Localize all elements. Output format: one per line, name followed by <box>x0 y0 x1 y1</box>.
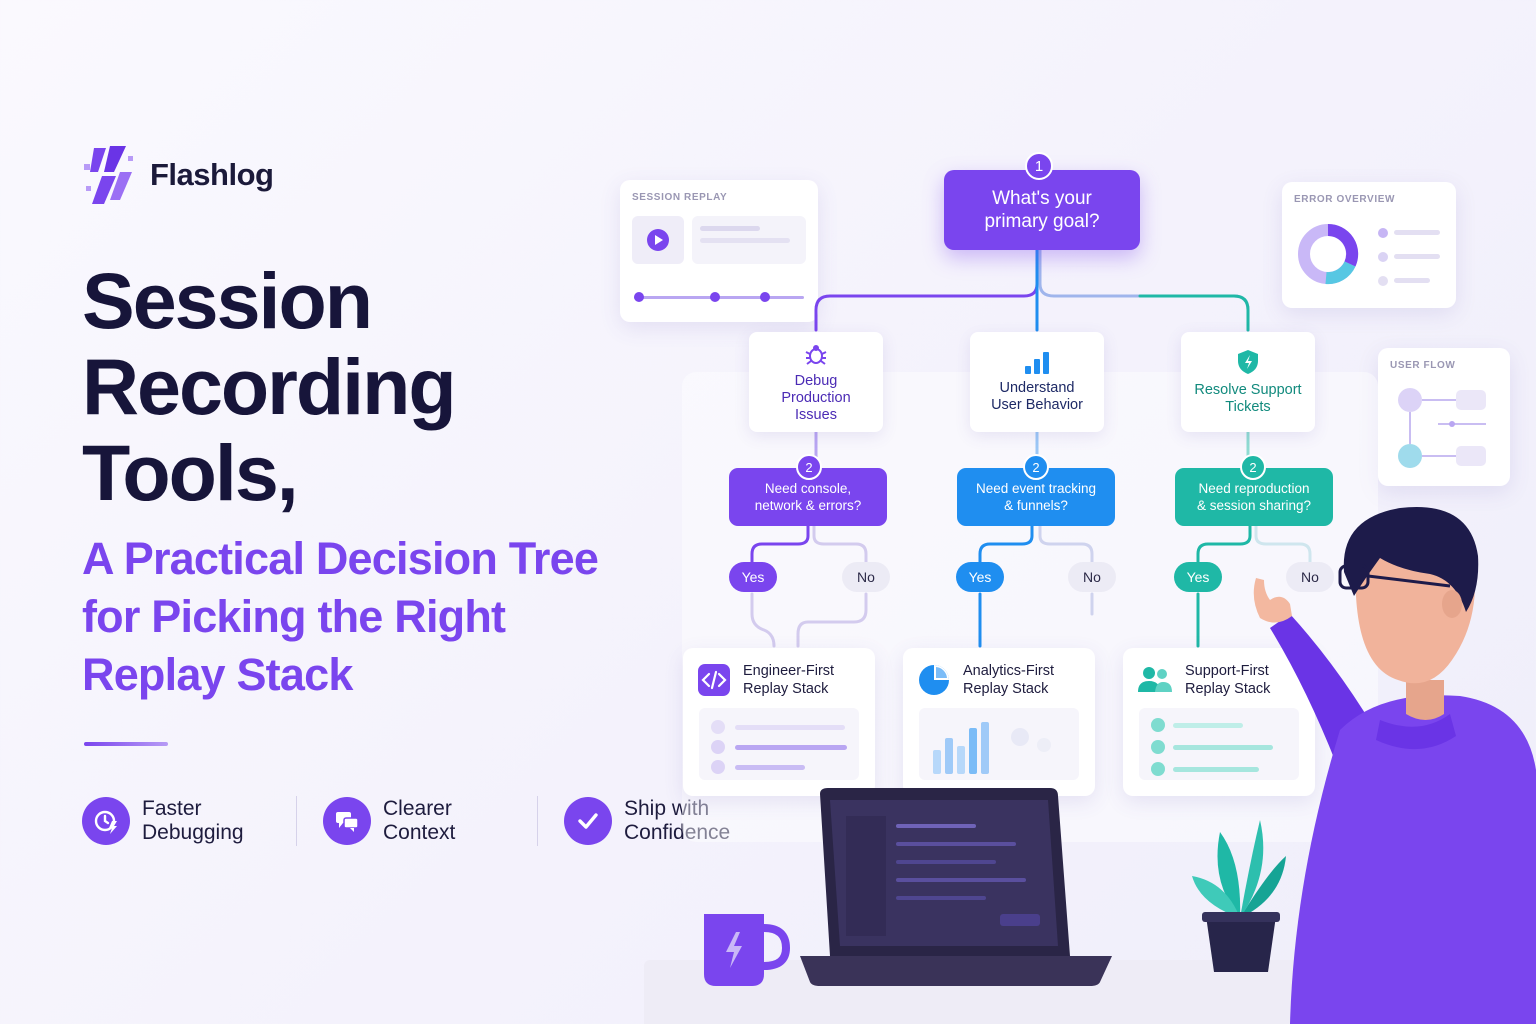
stack-label: Support-First <box>1185 663 1269 679</box>
pie-chart-icon <box>919 665 949 695</box>
bug-icon <box>805 344 827 365</box>
benefit-clearer-context: Clearer Context <box>323 797 511 845</box>
question-text: Need console, <box>764 481 852 496</box>
card-title: USER FLOW <box>1390 360 1456 371</box>
benefit-label: Context <box>383 821 456 844</box>
stack-label: Engineer-First <box>743 663 835 679</box>
mug-illustration <box>704 914 791 986</box>
card-title: ERROR OVERVIEW <box>1294 194 1396 205</box>
mini-bar <box>969 728 977 774</box>
person-illustration <box>1253 507 1536 1024</box>
question-text: & funnels? <box>1004 498 1068 513</box>
benefits-row: Faster Debugging Clearer Context Ship wi… <box>82 796 752 846</box>
step-badge: 2 <box>796 454 822 480</box>
mini-bar <box>945 738 953 774</box>
root-question-text: What's your <box>992 188 1092 209</box>
plant-illustration <box>1192 820 1286 972</box>
step-badge: 2 <box>1240 454 1266 480</box>
benefit-label: Faster <box>142 797 202 820</box>
check-icon <box>564 797 612 845</box>
divider <box>537 796 538 846</box>
stack-label: Analytics-First <box>963 663 1055 679</box>
divider <box>296 796 297 846</box>
stack-card-analytics: Analytics-First Replay Stack <box>903 648 1095 796</box>
root-question-node: What's your primary goal? <box>944 170 1140 250</box>
stack-card-support: Support-First Replay Stack <box>1123 648 1315 796</box>
accent-divider <box>84 742 168 746</box>
goal-card-debug: Debug Production Issues <box>749 332 883 432</box>
goal-label: Issues <box>795 406 837 423</box>
users-icon <box>1138 667 1172 692</box>
clock-bolt-icon <box>82 797 130 845</box>
brand-name: Flashlog <box>150 157 274 192</box>
mini-bar <box>981 722 989 774</box>
goal-label: Understand <box>999 380 1075 396</box>
question-text: & session sharing? <box>1196 498 1312 513</box>
mini-bar <box>957 746 965 774</box>
yes-pill-support[interactable]: Yes <box>1174 562 1222 592</box>
title-line: Tools, <box>82 428 299 517</box>
benefit-label: Confidence <box>624 821 731 844</box>
question-text: network & errors? <box>754 498 862 513</box>
card-title: SESSION REPLAY <box>632 192 728 203</box>
stack-label: Replay Stack <box>743 681 829 697</box>
question-node-behavior: Need event tracking & funnels? <box>957 468 1115 526</box>
subtitle-line: A Practical Decision Tree <box>82 533 599 584</box>
shield-icon <box>1238 350 1258 374</box>
goal-label: Debug <box>794 372 838 389</box>
flow-diagram-icon <box>1398 388 1486 468</box>
goal-label: Resolve Support <box>1194 382 1302 398</box>
stack-card-engineer: Engineer-First Replay Stack <box>683 648 875 796</box>
no-pill-support[interactable]: No <box>1286 562 1334 592</box>
no-pill-debug[interactable]: No <box>842 562 890 592</box>
session-replay-card: SESSION REPLAY <box>620 180 818 322</box>
yes-pill-behavior[interactable]: Yes <box>956 562 1004 592</box>
chat-bubbles-icon <box>323 797 371 845</box>
page-subtitle: A Practical Decision Tree for Picking th… <box>82 530 672 704</box>
play-icon <box>647 229 669 251</box>
bar-chart-icon <box>1025 352 1049 374</box>
benefit-label: Debugging <box>142 821 244 844</box>
goal-card-behavior: Understand User Behavior <box>970 332 1104 432</box>
flashlog-logo-icon <box>84 146 133 204</box>
root-question-text: primary goal? <box>984 211 1100 232</box>
goal-card-support: Resolve Support Tickets <box>1181 332 1315 432</box>
user-flow-card: USER FLOW <box>1378 348 1510 486</box>
step-badge: 1 <box>1025 152 1053 180</box>
no-pill-behavior[interactable]: No <box>1068 562 1116 592</box>
page-title: Session Recording Tools, <box>82 258 642 516</box>
goal-label: Production <box>781 389 851 406</box>
brand: Flashlog <box>82 142 274 208</box>
question-text: Need event tracking <box>975 481 1097 496</box>
stack-label: Replay Stack <box>963 681 1049 697</box>
step-badge: 2 <box>1023 454 1049 480</box>
title-line: Session <box>82 256 373 345</box>
question-text: Need reproduction <box>1198 481 1310 496</box>
donut-chart-icon <box>1298 223 1359 285</box>
goal-label: User Behavior <box>991 397 1083 413</box>
mini-bar <box>933 750 941 774</box>
error-overview-card: ERROR OVERVIEW <box>1282 182 1456 308</box>
benefit-faster-debugging: Faster Debugging <box>82 797 270 845</box>
goal-label: Tickets <box>1225 399 1271 415</box>
code-icon <box>698 664 730 696</box>
benefit-ship-confidence: Ship with Confidence <box>564 797 752 845</box>
laptop-illustration <box>800 788 1112 986</box>
benefit-label: Ship with <box>624 797 710 820</box>
yes-pill-debug[interactable]: Yes <box>729 562 777 592</box>
benefit-label: Clearer <box>383 797 452 820</box>
title-line: Recording <box>82 342 457 431</box>
stack-label: Replay Stack <box>1185 681 1271 697</box>
subtitle-line: Replay Stack <box>82 649 353 700</box>
subtitle-line: for Picking the Right <box>82 591 506 642</box>
